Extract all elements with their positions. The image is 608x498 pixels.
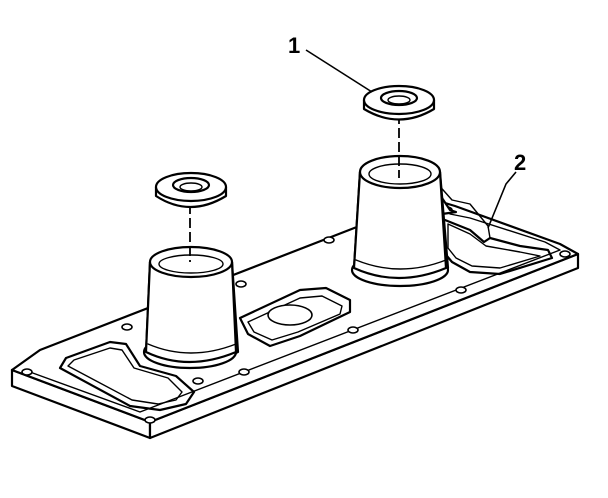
left-seal-bore-tower: [142, 245, 240, 385]
base-plate: [10, 198, 580, 440]
left-seal-ring: [154, 171, 228, 208]
right-seal-bore-tower: [350, 154, 491, 288]
callout-2: 2: [487, 150, 526, 229]
callout-2-label: 2: [514, 150, 526, 175]
callout-1: 1: [288, 33, 373, 93]
callout-1-label: 1: [288, 33, 300, 58]
right-seal-ring: [362, 84, 436, 121]
